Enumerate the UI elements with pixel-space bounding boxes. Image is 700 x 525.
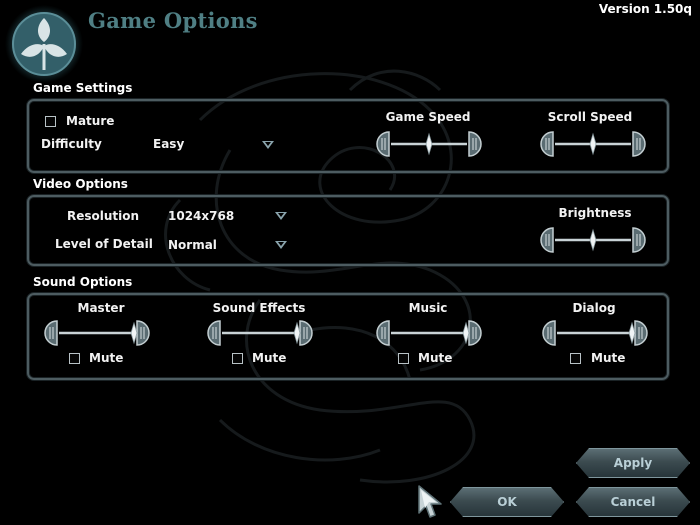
music-volume-slider-thumb[interactable] (462, 321, 470, 345)
master-volume-slider-left-cap[interactable] (44, 320, 58, 346)
music-volume-slider-left-cap[interactable] (376, 320, 390, 346)
music-volume-slider-right-cap[interactable] (468, 320, 482, 346)
master-volume-slider-thumb[interactable] (130, 321, 138, 345)
game-settings-panel: Mature Difficulty Easy Game Speed Scroll… (27, 99, 669, 173)
brightness-slider[interactable] (539, 225, 647, 255)
sound-options-panel: Master Mute Sound Effects Mute Music Mut… (27, 293, 669, 380)
level-of-detail-dropdown-arrow-icon[interactable] (275, 241, 287, 249)
scroll-speed-label: Scroll Speed (547, 110, 633, 124)
master-mute-label: Mute (89, 351, 124, 365)
music-volume-label: Music (408, 301, 448, 315)
video-options-heading: Video Options (33, 177, 128, 191)
sound-effects-mute-checkbox[interactable] (232, 353, 243, 364)
music-volume-slider[interactable] (375, 318, 483, 348)
page-title: Game Options (88, 8, 258, 33)
mature-checkbox[interactable] (45, 116, 56, 127)
sound-effects-volume-label: Sound Effects (212, 301, 306, 315)
ok-button-label: OK (497, 495, 517, 509)
music-mute-checkbox[interactable] (398, 353, 409, 364)
sound-effects-mute-label: Mute (252, 351, 287, 365)
sound-options-heading: Sound Options (33, 275, 133, 289)
music-mute-label: Mute (418, 351, 453, 365)
scroll-speed-slider-right-cap[interactable] (632, 131, 646, 157)
brightness-slider-thumb[interactable] (589, 228, 597, 252)
difficulty-value[interactable]: Easy (153, 137, 185, 151)
dialog-volume-slider[interactable] (541, 318, 649, 348)
master-volume-slider-right-cap[interactable] (136, 320, 150, 346)
ok-button[interactable]: OK (450, 487, 564, 517)
sound-effects-volume-slider-right-cap[interactable] (299, 320, 313, 346)
resolution-label: Resolution (67, 209, 140, 223)
cancel-button-label: Cancel (610, 495, 656, 509)
version-label: Version 1.50q (598, 2, 692, 16)
brightness-slider-left-cap[interactable] (540, 227, 554, 253)
game-speed-slider-left-cap[interactable] (376, 131, 390, 157)
video-options-panel: Resolution 1024x768 Level of Detail Norm… (27, 195, 669, 266)
dialog-volume-slider-left-cap[interactable] (542, 320, 556, 346)
dialog-mute-checkbox[interactable] (570, 353, 581, 364)
scroll-speed-slider[interactable] (539, 129, 647, 159)
master-volume-slider[interactable] (43, 318, 151, 348)
master-mute-checkbox[interactable] (69, 353, 80, 364)
apply-button-label: Apply (613, 456, 653, 470)
resolution-dropdown-arrow-icon[interactable] (275, 212, 287, 220)
level-of-detail-value[interactable]: Normal (168, 238, 217, 252)
game-speed-slider-right-cap[interactable] (468, 131, 482, 157)
resolution-value[interactable]: 1024x768 (168, 209, 235, 223)
sound-effects-volume-slider-thumb[interactable] (293, 321, 301, 345)
arrow-cursor-icon (418, 485, 442, 518)
game-speed-slider-thumb[interactable] (425, 132, 433, 156)
sound-effects-volume-slider[interactable] (206, 318, 314, 348)
cancel-button[interactable]: Cancel (576, 487, 690, 517)
scroll-speed-slider-thumb[interactable] (589, 132, 597, 156)
game-settings-heading: Game Settings (33, 81, 133, 95)
emblem-logo-icon (5, 5, 83, 83)
master-volume-label: Master (77, 301, 125, 315)
brightness-label: Brightness (558, 206, 632, 220)
dialog-volume-slider-right-cap[interactable] (634, 320, 648, 346)
sound-effects-volume-slider-left-cap[interactable] (207, 320, 221, 346)
mature-label: Mature (66, 114, 115, 128)
dialog-volume-slider-thumb[interactable] (628, 321, 636, 345)
game-speed-slider[interactable] (375, 129, 483, 159)
difficulty-label: Difficulty (41, 137, 102, 151)
game-speed-label: Game Speed (385, 110, 471, 124)
scroll-speed-slider-left-cap[interactable] (540, 131, 554, 157)
apply-button[interactable]: Apply (576, 448, 690, 478)
difficulty-dropdown-arrow-icon[interactable] (262, 141, 274, 149)
level-of-detail-label: Level of Detail (55, 237, 153, 251)
brightness-slider-right-cap[interactable] (632, 227, 646, 253)
dialog-mute-label: Mute (591, 351, 626, 365)
dialog-volume-label: Dialog (572, 301, 616, 315)
